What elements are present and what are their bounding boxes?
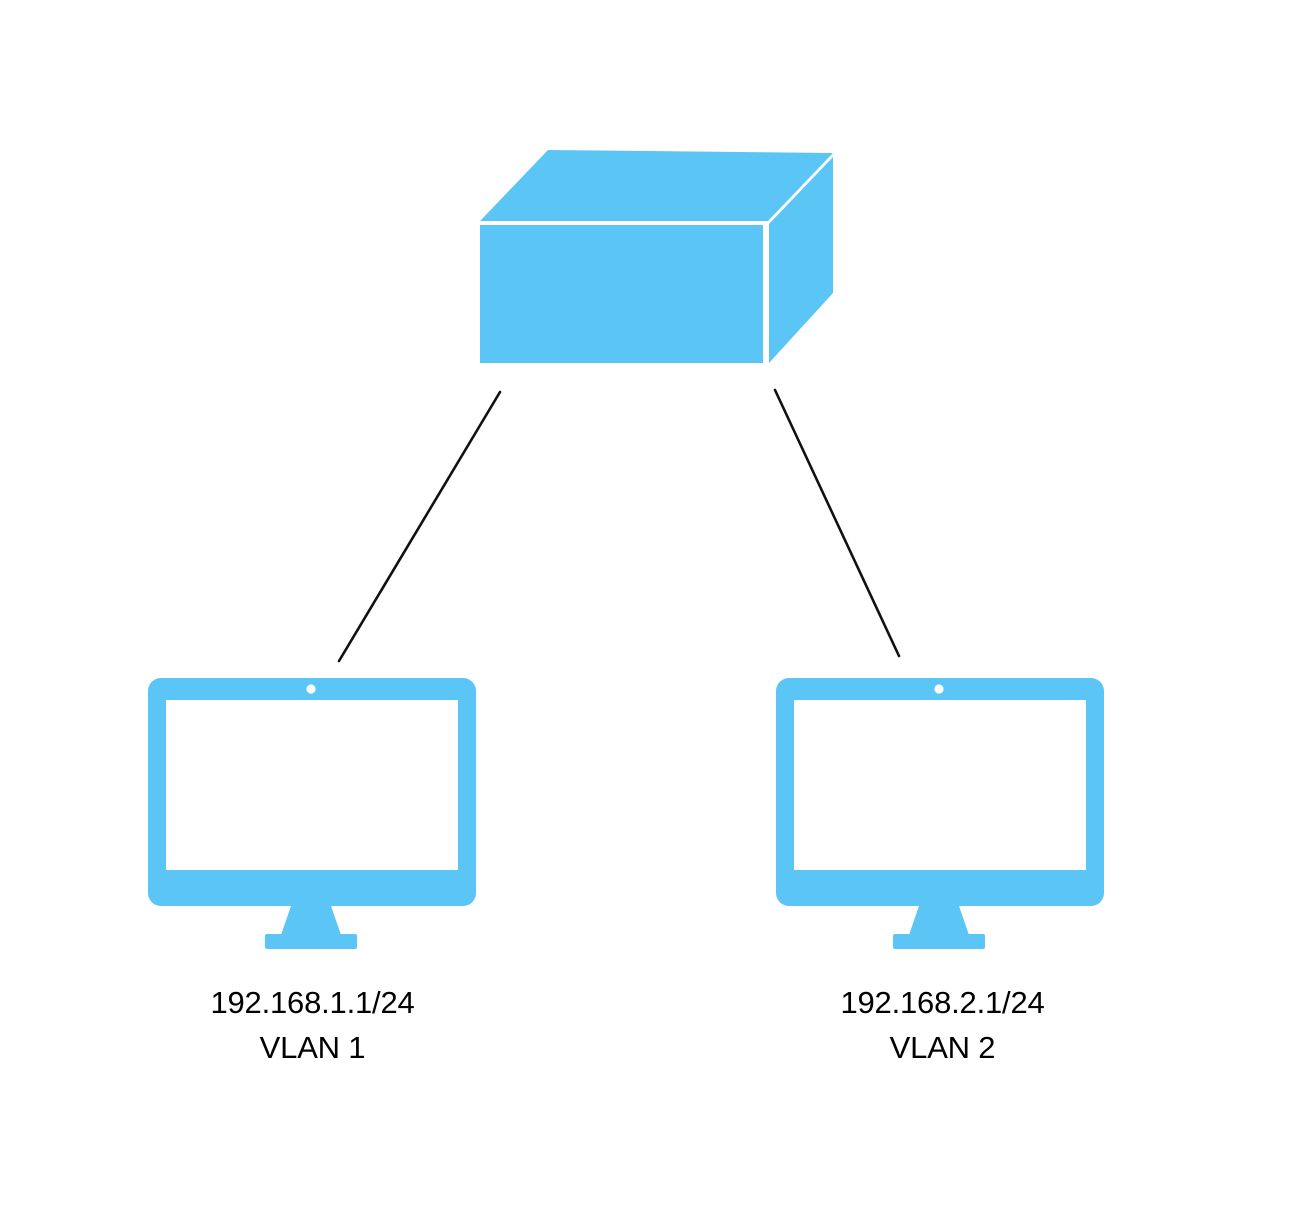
- host-right-stand: [909, 906, 969, 935]
- host-left-label: 192.168.1.1/24 VLAN 1: [0, 980, 625, 1070]
- switch-right-face: [769, 157, 833, 363]
- host-left-screen: [166, 700, 458, 870]
- host-right-vlan: VLAN 2: [889, 1030, 996, 1065]
- node-switch[interactable]: [480, 150, 833, 363]
- link-switch-to-host-right[interactable]: [773, 388, 901, 658]
- host-right-screen: [794, 700, 1086, 870]
- host-left-stand: [281, 906, 341, 935]
- node-host-right[interactable]: [776, 678, 1104, 949]
- link-group: [337, 388, 901, 663]
- host-right-ip-address: 192.168.2.1/24: [840, 985, 1045, 1020]
- node-host-left[interactable]: [148, 678, 476, 949]
- host-left-base: [265, 934, 357, 949]
- host-left-camera-icon: [306, 684, 316, 694]
- host-right-label: 192.168.2.1/24 VLAN 2: [630, 980, 1255, 1070]
- switch-front-face: [480, 225, 763, 363]
- switch-top-face: [480, 150, 833, 221]
- link-switch-to-host-left[interactable]: [337, 390, 502, 663]
- host-left-vlan: VLAN 1: [259, 1030, 366, 1065]
- host-left-ip-address: 192.168.1.1/24: [210, 985, 415, 1020]
- host-right-camera-icon: [934, 684, 944, 694]
- host-right-base: [893, 934, 985, 949]
